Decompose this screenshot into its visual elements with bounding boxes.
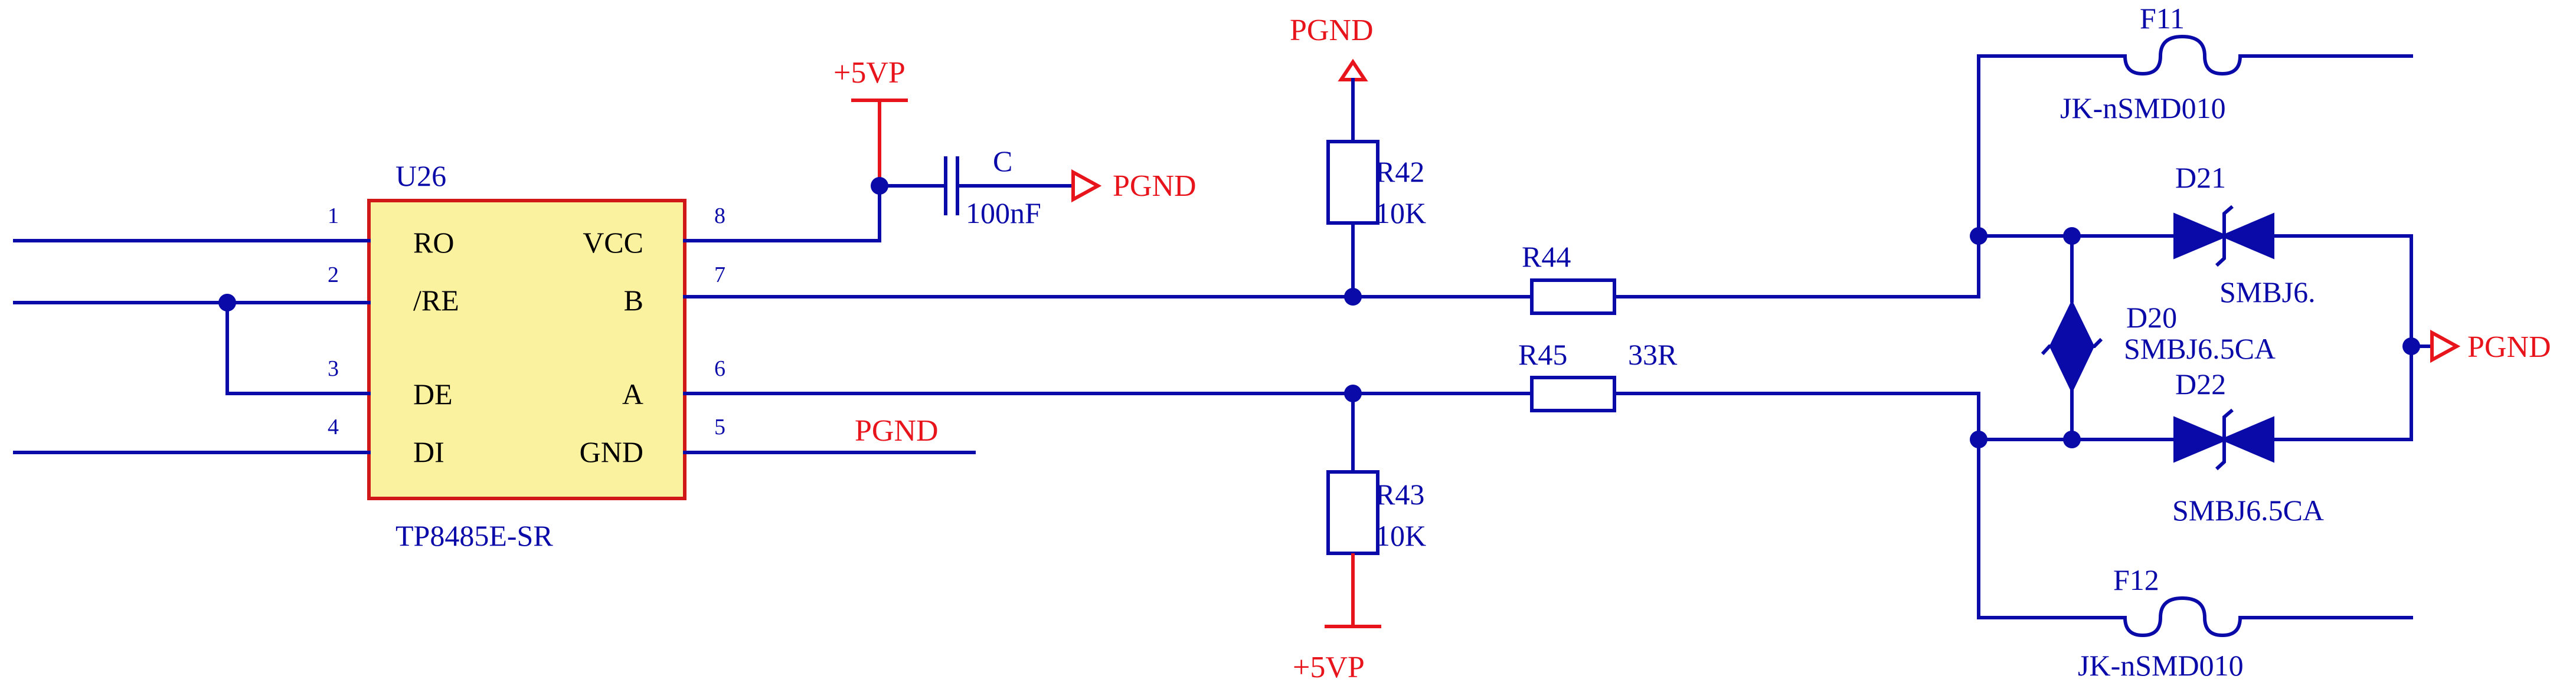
pin-number-8: 8 xyxy=(714,204,725,228)
pin-number-6: 6 xyxy=(714,356,725,381)
junction-b-d21 xyxy=(1970,227,1987,245)
resistor-r45 xyxy=(1530,376,1616,412)
cap-ref: C xyxy=(993,145,1012,178)
resistor-r42 xyxy=(1326,140,1379,225)
vcc-decoupling: +5VP PGND C 100nF xyxy=(683,56,1197,242)
junction-re-de xyxy=(218,294,236,311)
d22-part: SMBJ6.5CA xyxy=(2172,494,2324,527)
cap-value: 100nF xyxy=(966,196,1041,229)
r45-ref: R45 xyxy=(1518,338,1567,371)
pin-name-vcc: VCC xyxy=(583,226,643,259)
d21-left-triangle xyxy=(2173,212,2229,260)
pin-number-5: 5 xyxy=(714,415,725,439)
d21-part: SMBJ6. xyxy=(2219,275,2316,309)
fuse-f11 xyxy=(2123,34,2242,76)
pin-name-b: B xyxy=(624,284,643,317)
pin-name-ro: RO xyxy=(413,226,454,259)
r43-ref: R43 xyxy=(1375,478,1424,511)
junction-b-r42 xyxy=(1344,288,1362,306)
pin-number-1: 1 xyxy=(328,204,339,228)
resistor-r43 xyxy=(1326,470,1379,555)
f11-ref: F11 xyxy=(2140,2,2185,35)
f12-part: JK-nSMD010 xyxy=(2078,649,2244,682)
f12-ref: F12 xyxy=(2113,563,2159,596)
pin-number-7: 7 xyxy=(714,263,725,287)
pin-name-gnd: GND xyxy=(580,435,643,468)
left-side-wires xyxy=(13,239,371,454)
ic-u26: U26 TP8485E-SR RO /RE DE DI VCC B A GND … xyxy=(328,159,725,552)
pin-number-3: 3 xyxy=(328,356,339,381)
gnd-pin-net: PGND xyxy=(683,414,976,454)
protection-network: F11 JK-nSMD010 F12 JK-nSMD010 D20 SMBJ6.… xyxy=(1970,2,2551,682)
d20-lower-triangle xyxy=(2048,344,2096,393)
resistor-r44 xyxy=(1530,278,1616,315)
d20-bar xyxy=(2041,337,2103,356)
d20-ref: D20 xyxy=(2126,301,2177,334)
ic-part-number: TP8485E-SR xyxy=(395,519,553,552)
gnd-pin-net-label: PGND xyxy=(855,414,939,448)
pin-number-2: 2 xyxy=(328,263,339,287)
b-line: PGND R42 10K R44 xyxy=(683,14,1980,315)
r42-ref: R42 xyxy=(1375,155,1424,188)
cap-gnd-arrow xyxy=(1071,169,1102,203)
pin-number-4: 4 xyxy=(328,415,339,439)
r43-value: 10K xyxy=(1375,519,1426,552)
r42-value: 10K xyxy=(1375,196,1426,229)
d21-bar xyxy=(2215,205,2234,267)
pin-name-a: A xyxy=(622,378,643,411)
tvs-gnd-arrow xyxy=(2430,329,2461,363)
pin-name-de: DE xyxy=(413,378,453,411)
ic-ref: U26 xyxy=(395,159,446,192)
r42-gnd-arrow xyxy=(1338,58,1368,81)
d20-part: SMBJ6.5CA xyxy=(2124,332,2276,365)
a-line: +5VP R43 10K R45 33R xyxy=(683,338,1980,684)
d20-upper-triangle xyxy=(2048,300,2096,348)
r44-ref: R44 xyxy=(1522,240,1571,273)
r42-gnd-label: PGND xyxy=(1290,14,1374,47)
d22-left-triangle xyxy=(2173,416,2229,463)
pin-name-re: /RE xyxy=(413,284,459,317)
pin-name-di: DI xyxy=(413,435,444,468)
ic-body xyxy=(367,199,687,500)
d21-ref: D21 xyxy=(2175,161,2226,194)
tvs-gnd-label: PGND xyxy=(2467,330,2551,364)
d22-right-triangle xyxy=(2219,416,2274,463)
d21-right-triangle xyxy=(2219,212,2274,260)
junction-a-d22 xyxy=(1970,431,1987,448)
r45-value: 33R xyxy=(1628,338,1678,371)
f11-part: JK-nSMD010 xyxy=(2060,91,2226,124)
vcc-net-label-bottom: +5VP xyxy=(1293,651,1365,684)
d22-bar xyxy=(2215,408,2234,471)
d22-ref: D22 xyxy=(2175,368,2226,401)
fuse-f12 xyxy=(2123,596,2242,638)
cap-gnd-label: PGND xyxy=(1113,169,1197,203)
vcc-net-label-top: +5VP xyxy=(833,56,905,90)
